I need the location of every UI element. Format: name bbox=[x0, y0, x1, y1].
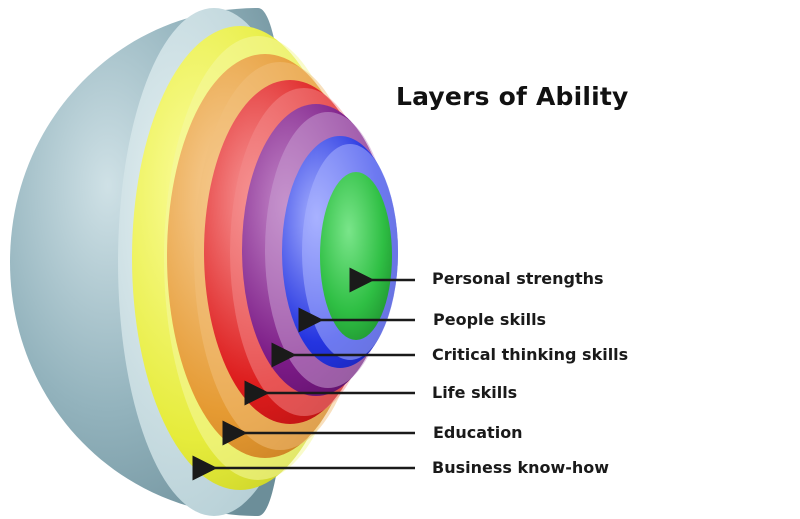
diagram-title: Layers of Ability bbox=[396, 82, 629, 111]
label-business-know-how: Business know-how bbox=[432, 458, 610, 477]
label-life-skills: Life skills bbox=[432, 383, 518, 402]
label-personal-strengths: Personal strengths bbox=[432, 269, 604, 288]
layer-personal-strengths bbox=[320, 172, 392, 340]
label-education: Education bbox=[433, 423, 523, 442]
label-people-skills: People skills bbox=[433, 310, 547, 329]
arrows bbox=[192, 267, 415, 481]
label-critical-thinking-skills: Critical thinking skills bbox=[432, 345, 629, 364]
